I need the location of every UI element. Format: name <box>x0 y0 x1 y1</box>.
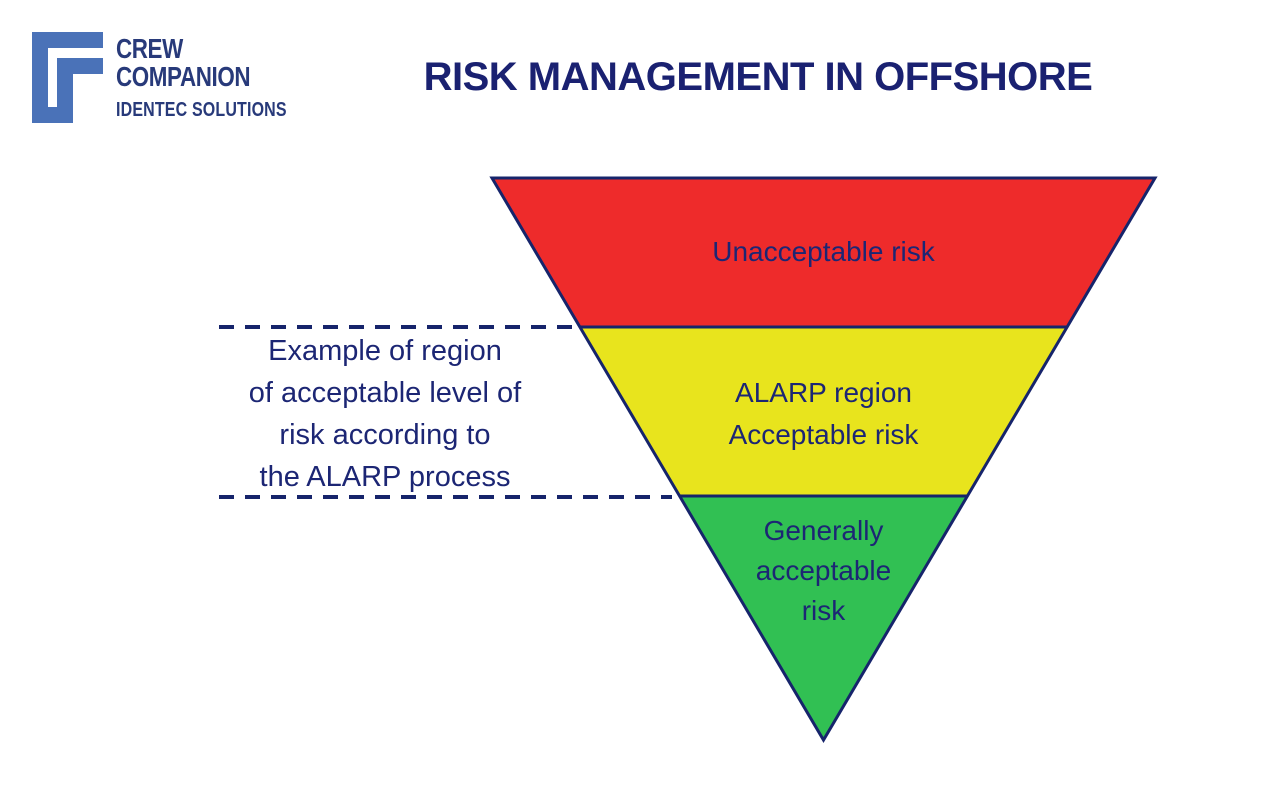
annotation-line: the ALARP process <box>259 461 511 493</box>
label-alarp-region: ALARP region Acceptable risk <box>580 372 1067 456</box>
label-unacceptable-risk: Unacceptable risk <box>492 236 1155 268</box>
funnel-outline <box>489 176 1158 743</box>
logo-tagline: IDENTEC SOLUTIONS <box>116 99 287 121</box>
label-line: risk <box>801 595 846 626</box>
label-line: Acceptable risk <box>728 419 919 450</box>
crew-companion-logo-icon <box>32 32 103 123</box>
annotation-line: risk according to <box>279 419 491 451</box>
alarp-annotation: Example of region of acceptable level of… <box>195 330 575 498</box>
logo-text: CREW COMPANION IDENTEC SOLUTIONS <box>116 35 287 122</box>
annotation-line: of acceptable level of <box>248 377 522 409</box>
funnel-level-generally-acceptable <box>679 496 968 740</box>
label-line: ALARP region <box>735 377 912 408</box>
label-line: Unacceptable risk <box>712 236 935 267</box>
page-title: RISK MANAGEMENT IN OFFSHORE <box>423 55 1093 99</box>
funnel-level-alarp <box>579 327 1068 496</box>
logo-name-line2: COMPANION <box>116 61 251 92</box>
label-line: acceptable <box>755 555 892 586</box>
crew-companion-logo: CREW COMPANION IDENTEC SOLUTIONS <box>30 25 329 128</box>
label-line: Generally <box>763 515 884 546</box>
annotation-line: Example of region <box>268 335 502 367</box>
label-generally-acceptable-risk: Generally acceptable risk <box>679 511 968 631</box>
logo-name-line1: CREW <box>116 33 183 64</box>
funnel-level-unacceptable <box>492 178 1155 327</box>
